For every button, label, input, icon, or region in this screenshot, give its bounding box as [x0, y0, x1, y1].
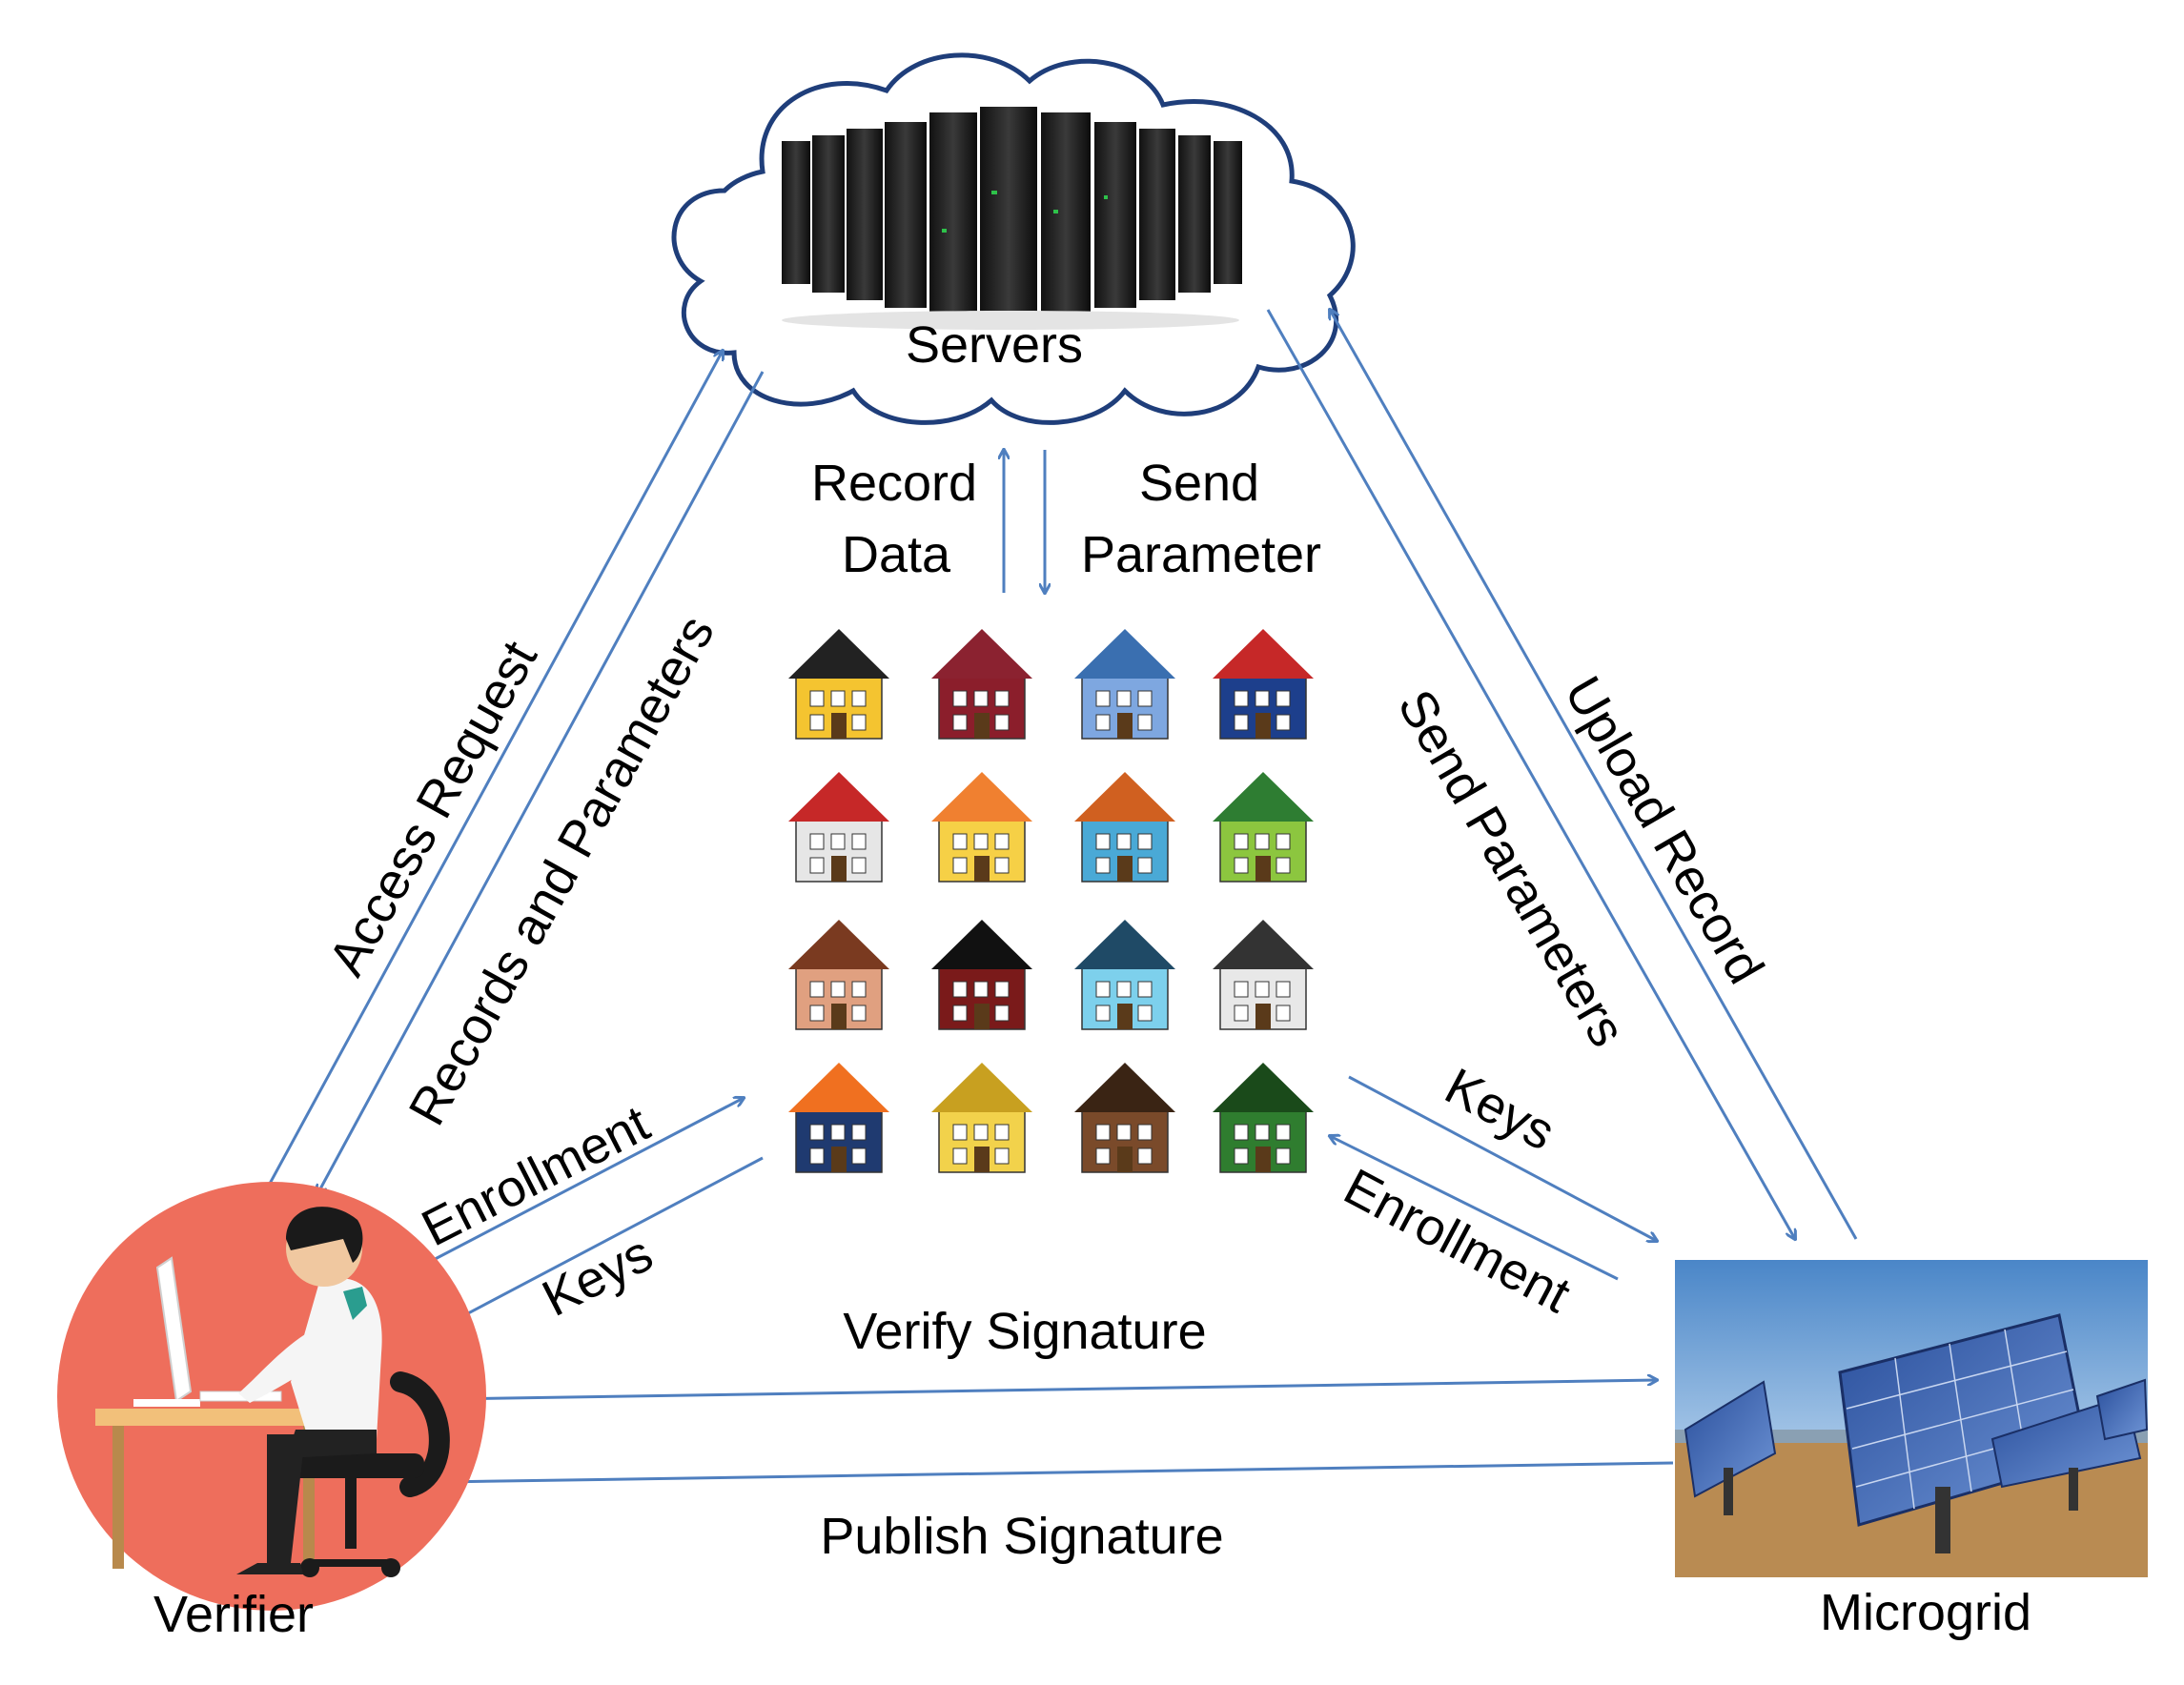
record-data-label-line1: Record	[811, 455, 977, 512]
house-icon	[931, 629, 1032, 740]
house-icon	[1213, 920, 1314, 1030]
server-rack-icon	[782, 107, 1242, 330]
records-and-parameters-label: Records and Parameters	[398, 606, 725, 1134]
verifier-node: Verifier	[57, 1182, 486, 1643]
arrow-enrollment-left	[399, 1098, 744, 1279]
house-icon	[1074, 920, 1175, 1030]
record-data-label-line2: Data	[842, 526, 951, 583]
keys-right-label: Keys	[1436, 1057, 1563, 1161]
verifier-label: Verifier	[153, 1586, 314, 1643]
solar-panel-icon	[1675, 1260, 2149, 1577]
house-icon	[931, 920, 1032, 1030]
house-icon	[1213, 772, 1314, 883]
house-icon	[931, 772, 1032, 883]
arrow-access-request	[251, 351, 723, 1216]
arrow-enrollment-right	[1330, 1136, 1619, 1281]
arrow-verify-signature	[449, 1380, 1657, 1401]
house-icon	[788, 629, 889, 740]
servers-node: Servers	[671, 52, 1356, 425]
house-icon	[1074, 772, 1175, 883]
person-at-computer-icon	[57, 1182, 486, 1611]
arrow-publish-signature	[441, 1461, 1674, 1482]
arrow-upload-record	[1330, 310, 1858, 1240]
arrows	[251, 309, 1858, 1482]
publish-signature-label: Publish Signature	[820, 1508, 1223, 1565]
house-icon	[788, 772, 889, 883]
arrow-records-and-parameters	[317, 371, 765, 1194]
house-icon	[788, 920, 889, 1030]
arrow-keys-right	[1348, 1075, 1657, 1241]
houses-grid	[788, 629, 1314, 1173]
send-parameter-label-line1: Send	[1139, 455, 1259, 512]
house-icon	[788, 1063, 889, 1173]
house-icon	[931, 1063, 1032, 1173]
keys-left-label: Keys	[534, 1225, 662, 1328]
house-icon	[1213, 1063, 1314, 1173]
servers-label: Servers	[906, 316, 1083, 374]
microgrid-node: Microgrid	[1675, 1260, 2149, 1641]
arrow-keys-left	[419, 1156, 764, 1339]
house-icon	[1074, 629, 1175, 740]
microgrid-label: Microgrid	[1820, 1584, 2031, 1641]
send-parameter-label-line2: Parameter	[1081, 526, 1321, 583]
arrow-send-parameters	[1266, 309, 1795, 1239]
verify-signature-label: Verify Signature	[843, 1303, 1206, 1360]
house-icon	[1213, 629, 1314, 740]
house-icon	[1074, 1063, 1175, 1173]
